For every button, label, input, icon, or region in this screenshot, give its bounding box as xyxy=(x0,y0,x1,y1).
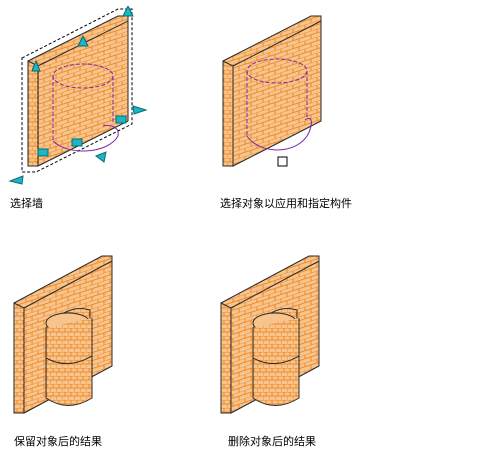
grip-square-icon[interactable] xyxy=(37,148,49,157)
grip-arrow-icon[interactable] xyxy=(31,59,41,72)
grip-square-icon[interactable] xyxy=(71,138,83,147)
caption-result-delete: 删除对象后的结果 xyxy=(228,435,316,448)
grip-square-icon[interactable] xyxy=(277,156,288,167)
panel-result-delete xyxy=(215,248,345,418)
caption-select-wall: 选择墙 xyxy=(10,197,43,210)
wall-drawing-with-object[interactable] xyxy=(215,6,345,181)
caption-result-keep: 保留对象后的结果 xyxy=(14,435,102,448)
panel-select-object xyxy=(215,6,345,181)
grip-arrow-icon[interactable] xyxy=(8,175,24,185)
caption-select-object: 选择对象以应用和指定构件 xyxy=(220,197,352,210)
wall-with-niche-deleted[interactable] xyxy=(215,248,345,418)
panel-select-wall xyxy=(8,6,158,186)
wall-drawing-selected[interactable] xyxy=(8,6,158,186)
grip-square-icon[interactable] xyxy=(115,115,127,124)
wall-with-niche-kept[interactable] xyxy=(8,248,138,418)
grip-arrow-icon[interactable] xyxy=(77,34,89,47)
grip-arrow-icon[interactable] xyxy=(122,6,134,17)
panel-result-keep xyxy=(8,248,138,418)
grip-arrow-icon[interactable] xyxy=(132,105,148,115)
grip-arrow-icon[interactable] xyxy=(94,151,107,163)
